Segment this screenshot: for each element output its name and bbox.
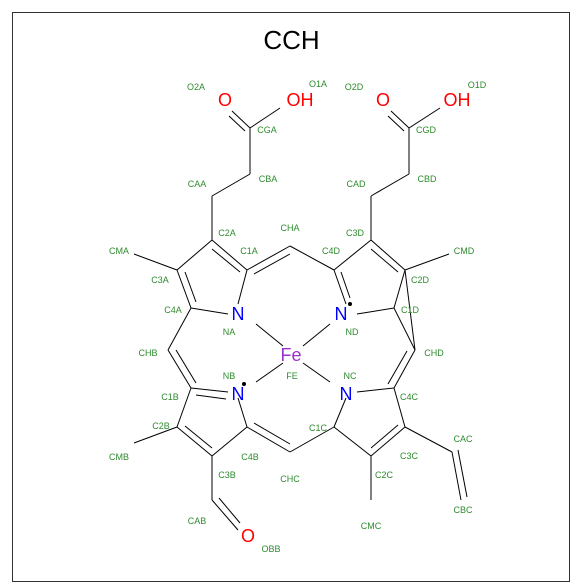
label-chd: CHD (424, 348, 444, 358)
label-na: NA (223, 327, 236, 337)
label-fe: FE (286, 371, 298, 381)
nitrogen-na: N (232, 304, 245, 324)
label-c1d: C1D (401, 305, 420, 315)
molecule-frame (12, 12, 570, 582)
label-c4b: C4B (241, 452, 259, 462)
label-c3b: C3B (218, 470, 236, 480)
label-cmc: CMC (361, 521, 382, 531)
label-cba: CBA (259, 174, 278, 184)
label-cha: CHA (280, 223, 299, 233)
label-c2c: C2C (375, 470, 394, 480)
label-c4a: C4A (164, 305, 182, 315)
nitrogen-nc: N (340, 384, 353, 404)
oxygen-o2a: O (218, 90, 232, 110)
iron-fe: Fe (280, 345, 301, 365)
label-cbc: CBC (453, 505, 473, 515)
oxygen-obb: O (241, 526, 255, 546)
label-o2a: O2A (187, 82, 205, 92)
radical-dot-nb (242, 382, 246, 386)
label-cga: CGA (257, 125, 277, 135)
label-cac: CAC (453, 434, 473, 444)
label-c1a: C1A (240, 246, 258, 256)
label-cma: CMA (109, 246, 129, 256)
label-chb: CHB (138, 348, 157, 358)
label-c2b: C2B (152, 421, 170, 431)
oxygen-o1a: OH (287, 90, 314, 110)
label-c4d: C4D (322, 246, 341, 256)
oxygen-o1d: OH (444, 90, 471, 110)
label-obb: OBB (261, 544, 280, 554)
label-chc: CHC (280, 474, 300, 484)
label-cad: CAD (346, 179, 366, 189)
label-c2d: C2D (411, 275, 430, 285)
label-cab: CAB (188, 516, 207, 526)
molecule-title: CCH (263, 25, 320, 55)
nitrogen-nd: N (335, 304, 348, 324)
label-c4c: C4C (400, 392, 419, 402)
label-c2a: C2A (218, 228, 236, 238)
label-c1c: C1C (309, 423, 328, 433)
label-c3a: C3A (151, 275, 169, 285)
label-nc: NC (344, 371, 357, 381)
label-caa: CAA (188, 179, 207, 189)
bonds (133, 107, 468, 531)
label-c3d: C3D (346, 228, 365, 238)
label-cmb: CMB (109, 452, 129, 462)
label-cgd: CGD (416, 125, 437, 135)
label-c3c: C3C (400, 451, 419, 461)
label-o1d: O1D (468, 80, 487, 90)
label-nd: ND (346, 327, 359, 337)
label-nb: NB (223, 371, 236, 381)
label-cbd: CBD (417, 174, 437, 184)
label-cmd: CMD (454, 246, 475, 256)
label-c1b: C1B (161, 392, 179, 402)
label-o2d: O2D (345, 82, 364, 92)
oxygen-o2d: O (376, 90, 390, 110)
label-o1a: O1A (309, 79, 327, 89)
radical-dot-nd (348, 302, 352, 306)
nitrogen-nb: N (232, 384, 245, 404)
